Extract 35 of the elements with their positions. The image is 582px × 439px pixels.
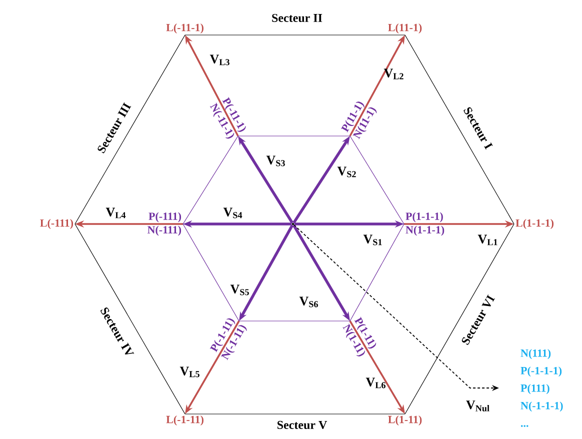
vertex-label: L(1-11) [388,416,422,426]
edge-label: V$_{Nul}$ [466,400,490,412]
edge-label: V$_{S3}$ [266,156,285,166]
hexagon-side [184,34,406,36]
edge-label: V$_{S5}$ [230,284,249,296]
edge-label: V$_{L6}$ [366,378,386,388]
vertex-label: L(-11-1) [166,24,204,34]
hexagon-side [350,224,404,322]
sector-label: Secteur II [272,14,322,22]
hexagon-side [182,136,238,224]
edge-label: V$_{S2}$ [337,166,356,178]
vertex-label: L(-1-11) [166,416,204,426]
edge-label: V$_{L1}$ [478,234,498,246]
edge-label: V$_{L5}$ [180,366,200,378]
edge-label: V$_{S6}$ [299,296,318,308]
sector-label: Secteur V [278,420,328,430]
edge-label: V$_{S1}$ [363,234,382,246]
hexagon-side [238,320,350,322]
edge-label: V$_{L2}$ [384,68,404,80]
edge-label: V$_{L3}$ [210,54,230,66]
hexagon-side [404,34,514,224]
edge-label: V$_{L4}$ [106,208,126,218]
origin-point [292,222,294,226]
edge-label: V$_{S4}$ [223,208,242,218]
zero-vector-list: N(111) P(-1-1-1) P(111) N(-1-1-1) ... [520,349,563,427]
vertex-label: L(11-1) [388,24,422,34]
vertex-label: P(1-1-1) N(1-1-1) [406,212,444,236]
hexagon-side [74,34,186,224]
vertex-label: L(-111) [40,219,74,229]
hexagon-side [404,224,514,414]
vertex-label: L(1-1-1) [516,219,554,229]
hexagon-side [350,136,404,224]
hexagon-side [182,224,240,322]
vertex-label: P(-111) N(-111) [148,212,182,236]
hexagon-side [74,224,186,414]
